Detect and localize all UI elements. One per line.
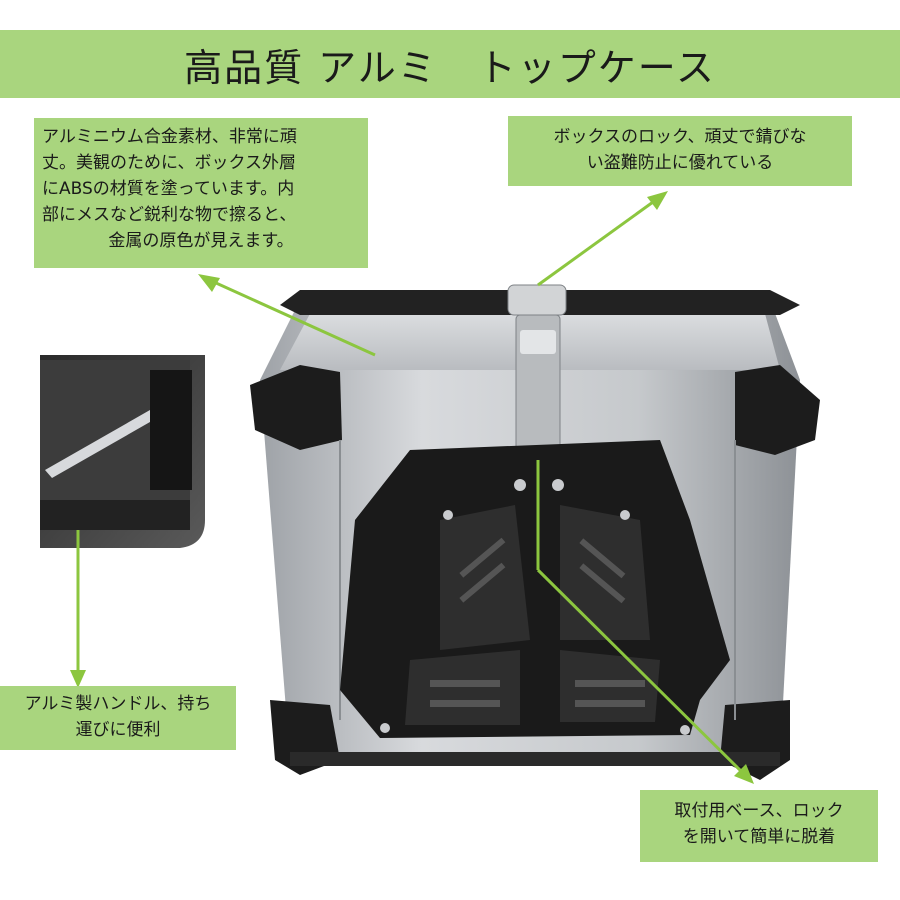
- callout-text: アルミ製ハンドル、持ち: [24, 694, 212, 714]
- handle-inset-photo: [40, 355, 205, 548]
- corner-guard-top-left: [250, 365, 342, 450]
- arrow-base: [536, 568, 750, 780]
- callout-text: 運びに便利: [75, 720, 161, 740]
- callout-handle: アルミ製ハンドル、持ち 運びに便利: [0, 686, 236, 750]
- arrow-material: [204, 276, 376, 357]
- pointer-arrows: [70, 191, 754, 784]
- callout-text: にABSの材質を塗っています。内: [42, 179, 295, 199]
- arrow-head-material: [198, 274, 220, 292]
- callout-text: 金属の原色が見えます。: [108, 231, 294, 251]
- callout-material: アルミニウム合金素材、非常に頑 丈。美観のために、ボックス外層 にABSの材質を…: [34, 118, 368, 268]
- page-title: 高品質 アルミ トップケース: [184, 45, 716, 90]
- mounting-base-plate: [340, 440, 730, 738]
- callout-text: 取付用ベース、ロック: [674, 801, 844, 821]
- callout-text: アルミニウム合金素材、非常に頑: [42, 127, 297, 147]
- callout-text: い盗難防止に優れている: [586, 153, 774, 173]
- corner-guard-bottom-right: [720, 700, 790, 780]
- callout-text: 部にメスなど鋭利な物で擦ると、: [42, 205, 297, 225]
- arrow-head-base: [734, 764, 754, 784]
- callout-base: 取付用ベース、ロック を開いて簡単に脱着: [640, 790, 878, 862]
- lock-latch: [507, 284, 567, 456]
- arrow-head-lock: [647, 191, 668, 210]
- callout-text: を開いて簡単に脱着: [682, 827, 836, 847]
- arrow-lock: [537, 195, 661, 287]
- title-banner: 高品質 アルミ トップケース: [0, 30, 900, 98]
- corner-guard-top-right: [735, 365, 820, 455]
- callout-text: ボックスのロック、頑丈で錆びな: [553, 127, 807, 147]
- callout-lock: ボックスのロック、頑丈で錆びな い盗難防止に優れている: [508, 116, 852, 186]
- arrow-head-handle: [70, 670, 86, 688]
- callout-text: 丈。美観のために、ボックス外層: [42, 153, 296, 173]
